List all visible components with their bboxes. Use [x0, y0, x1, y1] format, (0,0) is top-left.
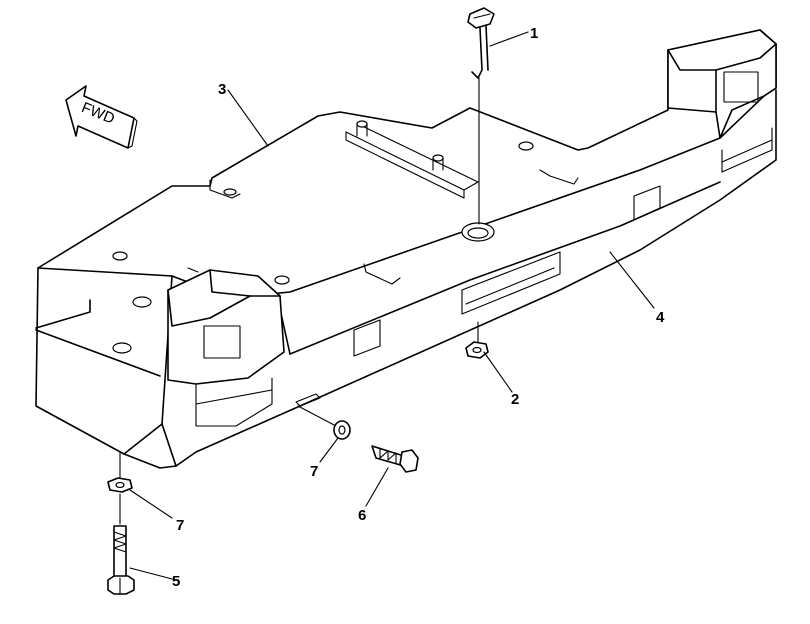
callout-1: 1 — [530, 25, 538, 42]
fwd-direction-arrow: FWD — [65, 85, 138, 149]
leader-4 — [609, 251, 655, 309]
leader-7b — [129, 489, 173, 519]
callout-4: 4 — [656, 309, 665, 326]
fwd-label: FWD — [79, 99, 117, 128]
callout-leaders — [129, 31, 655, 581]
callout-7a: 7 — [310, 463, 318, 480]
leader-2 — [483, 351, 513, 393]
callout-labels: 1 2 3 4 5 6 7 7 — [172, 25, 665, 590]
callout-6: 6 — [358, 507, 366, 524]
washer-part-2 — [465, 321, 489, 359]
pin-part-1 — [467, 7, 495, 225]
callout-3: 3 — [218, 81, 226, 98]
leader-7a — [319, 437, 339, 463]
callout-7b: 7 — [176, 517, 184, 534]
callout-5: 5 — [172, 573, 180, 590]
leader-5 — [129, 567, 177, 581]
leader-6 — [365, 467, 389, 507]
callout-2: 2 — [511, 391, 519, 408]
counterweight-body — [35, 29, 777, 469]
leader-3 — [227, 89, 269, 147]
leader-1 — [489, 31, 529, 47]
side-bolt-part-6 — [297, 405, 419, 473]
bottom-bolt-part-5 — [107, 451, 135, 595]
